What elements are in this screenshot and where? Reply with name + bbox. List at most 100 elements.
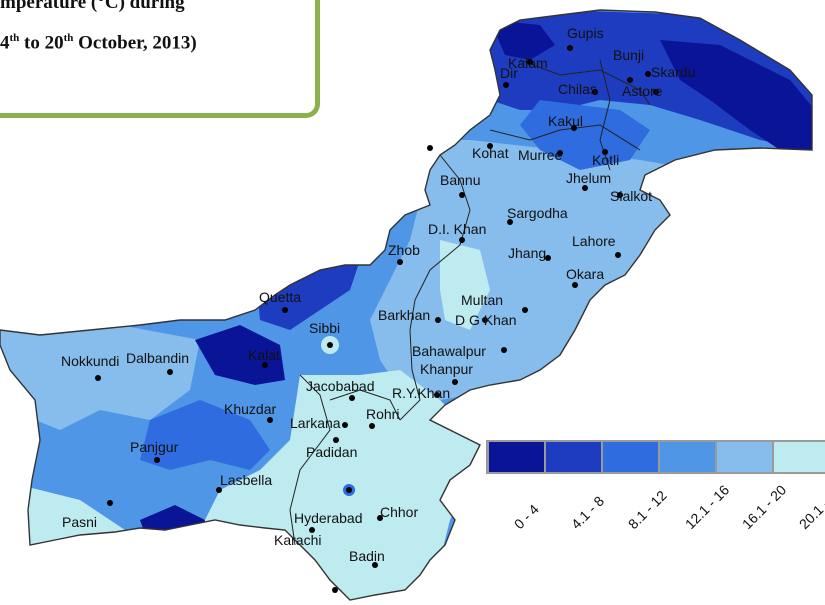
title-box [0,0,320,118]
city-dot-skardu [645,71,651,77]
legend-label-3: 12.1 - 16 [682,482,733,533]
city-label-jhang: Jhang [508,245,546,261]
city-dot-lasbella [216,487,222,493]
city-dot-sialkot [617,192,623,198]
city-label-lahore: Lahore [572,233,616,249]
city-dot-kakul [571,125,577,131]
city-dot-lahore [615,252,621,258]
title-month-year: October, 2013) [73,32,197,54]
city-dot-jhelum [582,185,588,191]
city-dot-badin [372,562,378,568]
city-dot-gupis [567,45,573,51]
city-label-lasbella: Lasbella [220,472,272,488]
city-dot-jhang [545,255,551,261]
city-dot-kohat [487,143,493,149]
legend-label-0: 0 - 4 [511,501,542,532]
city-labels: Gupis Bunji Skardu Kalam Dir Chilas Asto… [61,25,695,564]
city-label-murree: Murree [518,147,563,163]
city-label-rohri: Rohri [366,406,399,422]
city-label-dalbandin: Dalbandin [126,350,189,366]
city-label-kotli: Kotli [592,152,619,168]
city-dot-barkhan [435,317,441,323]
city-dots [95,45,659,593]
city-label-di-khan: D.I. Khan [428,221,486,237]
city-dot-chilas [592,89,598,95]
city-dot-bunji [627,77,633,83]
city-label-okara: Okara [566,266,604,282]
city-label-barkhan: Barkhan [378,307,430,323]
city-label-skardu: Skardu [651,64,695,80]
city-dot-dg-khan [482,317,488,323]
city-dot-bahawalpur [501,347,507,353]
city-label-astore: Astore [622,83,663,99]
city-dot-zhob [397,259,403,265]
city-dot-kalam [527,59,533,65]
title-sup-1: th [9,32,20,44]
city-dot-jacobabad [349,395,355,401]
city-label-jacobabad: Jacobabad [306,378,375,394]
city-dot-karachi [309,527,315,533]
city-dot-south [332,587,338,593]
border-sindh-punjab [329,389,401,421]
legend-label-4: 16.1 - 20 [739,482,790,533]
border-kp-punjab [489,124,641,151]
map-title-line-1: mperature (°C) during [0,0,185,13]
city-label-bahawalpur: Bahawalpur [412,343,486,359]
city-dot-di-khan [459,237,465,243]
title-day-end: to 20 [19,32,64,54]
city-dot-quetta [282,307,288,313]
city-dot-sibbi [327,342,333,348]
zone-16-20-east [370,140,720,400]
city-label-bannu: Bannu [440,172,480,188]
city-label-nokkundi: Nokkundi [61,353,119,369]
city-label-panjgur: Panjgur [130,439,179,455]
city-label-gupis: Gupis [567,25,604,41]
zone-8-12-central [140,400,270,470]
city-label-zhob: Zhob [388,242,420,258]
title-sup-2: th [63,32,74,44]
city-label-kohat: Kohat [472,145,509,161]
city-label-quetta: Quetta [259,289,301,305]
city-dot-padidan [333,437,339,443]
zone-0-4-northwest [490,20,555,60]
city-dot-pasni [107,500,113,506]
city-label-ry-khan: R.Y.Khan [392,385,450,401]
city-dot-larkana [342,422,348,428]
city-label-sialkot: Sialkot [610,188,652,204]
city-label-khuzdar: Khuzdar [224,401,276,417]
city-label-kalam: Kalam [508,55,548,71]
zone-0-4-kalat [195,325,285,385]
border-north [519,59,651,106]
legend-swatch-0 [489,442,544,472]
city-label-dir: Dir [500,65,518,81]
city-label-sargodha: Sargodha [507,205,568,221]
legend-swatch-5 [774,442,825,472]
legend-swatch-3 [660,442,715,472]
city-label-kakul: Kakul [548,113,583,129]
city-dot-dalbandin [167,369,173,375]
city-label-sibbi: Sibbi [309,320,340,336]
city-dot-khanpur [452,379,458,385]
city-dot-bannu [459,192,465,198]
legend-label-1: 4.1 - 8 [568,493,608,533]
city-label-jhelum: Jhelum [566,170,611,186]
city-label-chhor: Chhor [380,504,418,520]
city-label-bunji: Bunji [613,47,644,63]
city-dot-kotli [602,149,608,155]
city-dot-murree [557,150,563,156]
legend-label-2: 8.1 - 12 [625,487,670,532]
city-label-multan: Multan [461,292,503,308]
border-sindh-balochistan [289,374,331,546]
city-label-dg-khan: D G Khan [455,312,516,328]
city-dot-astore [653,89,659,95]
city-dot-sargodha [507,219,513,225]
title-day-start: 4 [0,32,10,54]
city-label-chilas: Chilas [558,81,597,97]
city-dot-kalat [262,362,268,368]
city-dot-chhor [377,515,383,521]
legend-swatch-2 [603,442,658,472]
city-label-karachi: Karachi [274,532,321,548]
city-label-badin: Badin [349,548,385,564]
